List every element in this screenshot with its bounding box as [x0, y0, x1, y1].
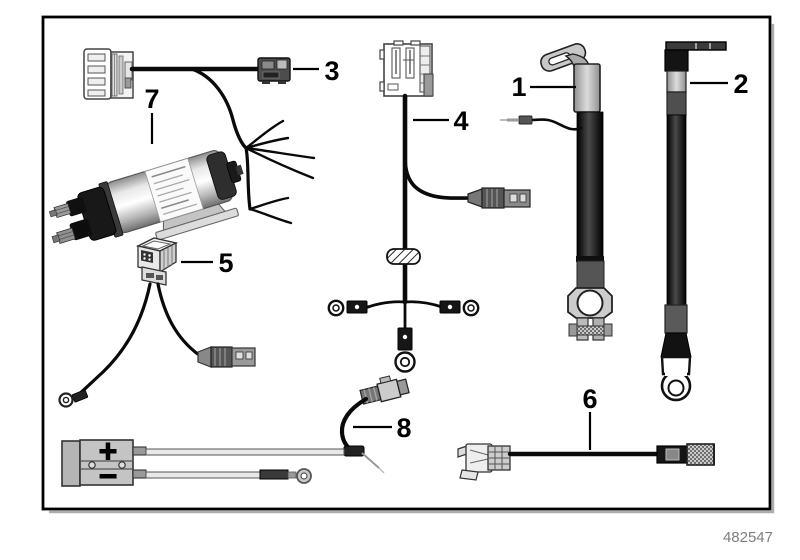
protective-sleeve	[386, 248, 421, 265]
part-8-adapter-lead-illustration	[339, 375, 410, 474]
crimp-cone	[660, 332, 692, 358]
positive-terminal	[132, 446, 147, 456]
probe-tip-end	[378, 467, 385, 474]
part-1-battery-cable-illustration	[500, 43, 613, 341]
plug-pin-hole-left	[88, 461, 96, 469]
ring-terminal-gray-hole	[300, 472, 308, 480]
frame-shadow	[49, 24, 775, 514]
relay-socket-connector	[135, 237, 179, 286]
plug-grip	[61, 440, 81, 487]
plug-connector	[197, 346, 256, 368]
solenoid-terminals	[48, 197, 92, 244]
drawing-part-number: 482547	[723, 529, 773, 546]
callout-7: 7	[144, 84, 160, 144]
ring-terminal-small	[58, 389, 89, 408]
multipin-connector	[83, 48, 134, 100]
angled-connector	[359, 375, 410, 405]
solenoid-label	[144, 157, 204, 223]
negative-lead-wire	[145, 471, 261, 479]
small-plug-connector	[257, 57, 291, 84]
ferrule	[259, 469, 289, 480]
part-2-battery-cable-illustration	[660, 41, 727, 402]
branch-plug-connector	[467, 187, 531, 209]
sense-wire	[530, 118, 583, 131]
socket-wire-right	[156, 282, 201, 357]
callout-5: 5	[181, 248, 234, 278]
part-3-adapter-harness-illustration	[83, 48, 316, 225]
crimp-splice	[343, 445, 365, 457]
module-connector	[379, 40, 434, 97]
battery-clamp	[567, 287, 613, 341]
cable-band	[576, 256, 604, 262]
left-terminal-wire	[366, 300, 407, 309]
probe-tip	[361, 452, 380, 469]
branch-wire	[403, 158, 472, 200]
cable-body	[666, 114, 687, 306]
right-terminal-wire	[403, 300, 444, 309]
cable-body	[576, 111, 604, 260]
part-5-socket-lead-illustration	[58, 237, 256, 408]
callout-8-label[interactable]: 8	[396, 413, 411, 443]
pin-terminal	[500, 115, 533, 125]
callout-5-label[interactable]: 5	[218, 248, 233, 278]
callout-7-label[interactable]: 7	[144, 84, 159, 114]
callout-6-label[interactable]: 6	[582, 384, 597, 414]
callout-8: 8	[353, 413, 412, 443]
callout-3: 3	[293, 56, 340, 86]
part-4-harness-illustration	[327, 40, 531, 373]
callout-1: 1	[511, 72, 576, 102]
callout-3-label[interactable]: 3	[324, 56, 339, 86]
minus-symbol: −	[99, 458, 118, 494]
ring-terminal-left	[327, 299, 368, 317]
terminal-bar	[665, 41, 727, 51]
part-6-adapter-cable-illustration	[457, 443, 715, 481]
terminal-link	[287, 471, 297, 479]
left-connector	[457, 443, 511, 481]
callout-2: 2	[690, 69, 749, 99]
callout-2-label[interactable]: 2	[733, 69, 748, 99]
callout-4-label[interactable]: 4	[453, 106, 468, 136]
charger-plug-illustration: + −	[61, 433, 345, 495]
callout-1-label[interactable]: 1	[511, 72, 526, 102]
sleeve-segment	[666, 70, 687, 93]
terminal-block	[664, 49, 689, 72]
right-connector	[656, 443, 715, 466]
heat-shrink-sleeve	[573, 63, 601, 113]
callout-4: 4	[413, 106, 469, 136]
ring-terminal-right	[439, 299, 480, 317]
lower-sleeve	[664, 304, 688, 334]
branch-leads	[190, 67, 316, 225]
ring-terminal-bottom	[394, 327, 416, 373]
plus-symbol: +	[99, 433, 118, 469]
positive-lead-wire	[145, 448, 345, 456]
ring-terminal-large	[660, 355, 692, 402]
negative-terminal	[132, 469, 147, 479]
callout-6: 6	[582, 384, 598, 450]
socket-wire-left	[76, 282, 152, 397]
clamp-neck	[576, 260, 605, 291]
sleeve-segment-2	[666, 91, 687, 116]
part-7-solenoid-illustration	[48, 150, 244, 244]
plug-pin-hole-right	[118, 461, 126, 469]
